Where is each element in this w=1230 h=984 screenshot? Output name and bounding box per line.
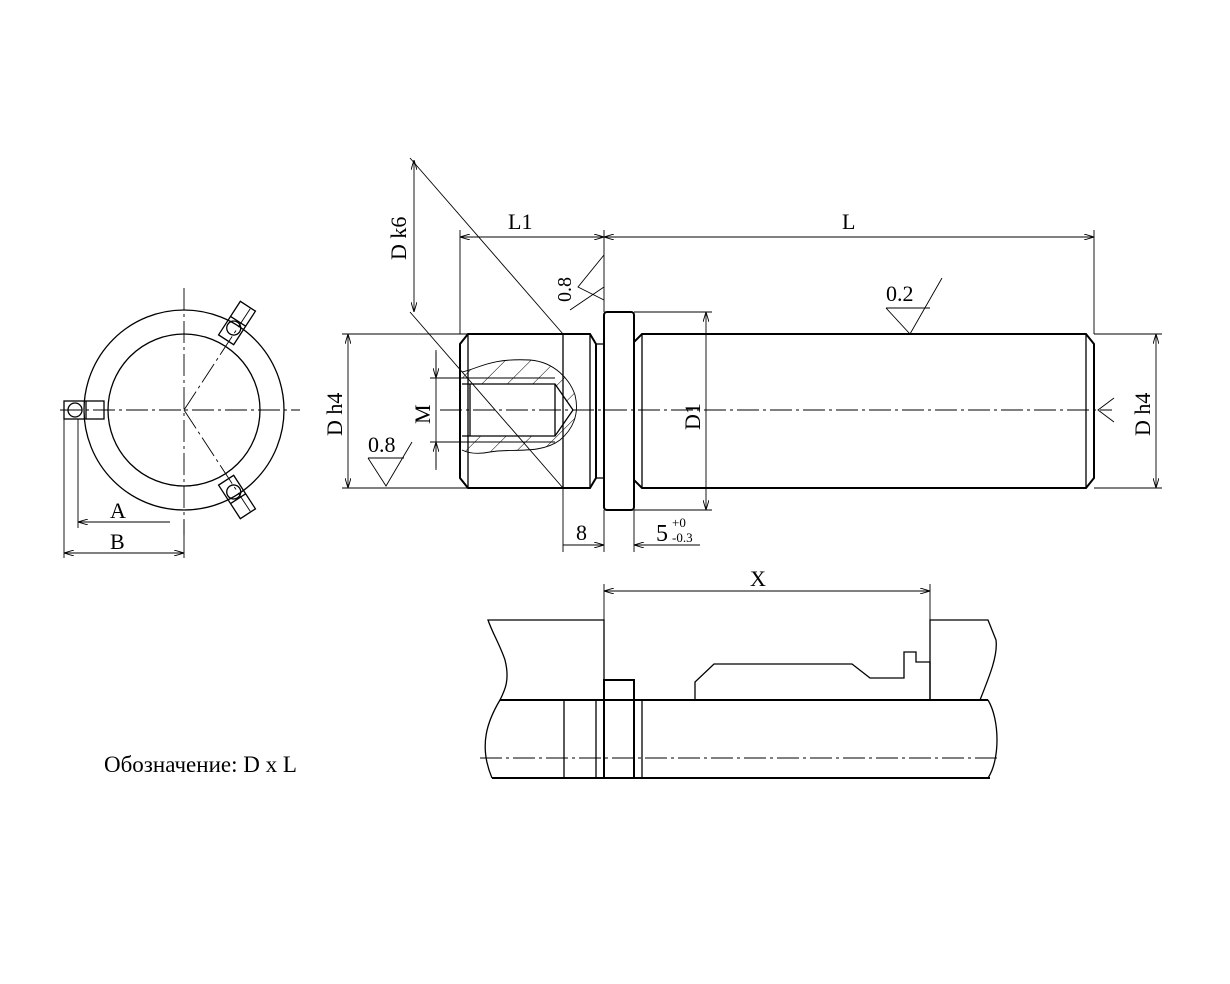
end-view-axis-diag1: [183, 305, 253, 411]
end-view: A B: [60, 288, 300, 558]
side-view: D k6 L1 L 0.8 0.2 D h4 0.8 M: [322, 157, 1162, 552]
dim-5-label: 5: [656, 521, 668, 547]
end-view-axis-diag2: [183, 409, 253, 515]
assembly-collar: [603, 679, 635, 779]
dim-dh4-right-label: D h4: [1130, 393, 1155, 436]
roughness-symbol-top: [569, 254, 605, 311]
roughness-symbol-02: [885, 277, 943, 335]
designation-note: Обозначение: D x L: [104, 752, 297, 777]
dim-5-tol-lower: -0.3: [672, 530, 693, 545]
dim-5-tol-upper: +0: [672, 515, 686, 530]
shaft-body: [633, 333, 1095, 489]
breakout-hatch-area: [462, 359, 577, 454]
roughness-top-label: 0.8: [554, 277, 576, 302]
assembly-bushing-hatch: [694, 651, 931, 701]
dim-a-label: A: [110, 498, 126, 523]
dim-x-label: X: [750, 566, 766, 591]
dim-d1-label: D1: [680, 403, 705, 430]
dim-l1-label: L1: [508, 209, 532, 234]
dim-b-label: B: [110, 529, 125, 554]
roughness-left-label: 0.8: [368, 432, 396, 457]
dim-dh4-left-label: D h4: [322, 393, 347, 436]
end-view-hole-top: [217, 300, 257, 346]
end-view-hole-left: [63, 400, 105, 420]
roughness-02-label: 0.2: [886, 281, 914, 306]
roughness-symbol-left: [367, 441, 413, 487]
end-view-hole-bottom: [217, 474, 257, 520]
assembly-right-part-hatch: [929, 619, 997, 701]
dim-8-label: 8: [576, 520, 587, 545]
flange-collar: [603, 311, 635, 511]
dim-m-label: M: [410, 404, 435, 424]
assembly-view: X: [480, 566, 1000, 779]
dim-dk6-label: D k6: [386, 217, 411, 260]
dim-l-label: L: [842, 209, 855, 234]
assembly-left-part-hatch: [487, 619, 605, 701]
